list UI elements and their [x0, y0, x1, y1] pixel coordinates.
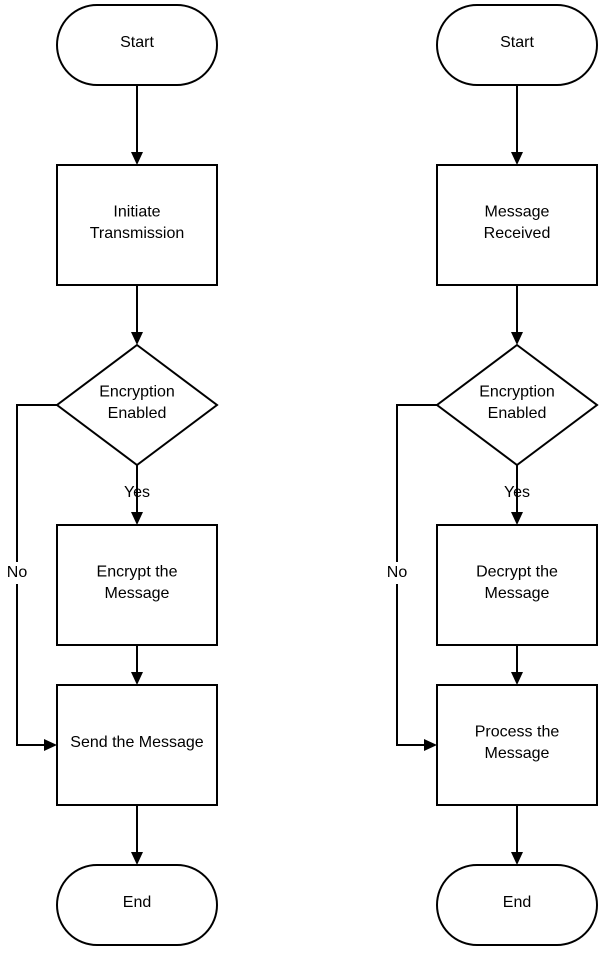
no-label: No [387, 564, 408, 581]
start-label-line: Start [500, 34, 534, 51]
process-label-2-line: Message [105, 585, 170, 602]
end-label: End [123, 894, 151, 911]
process-label-1-line: Transmission [90, 225, 185, 242]
process-label-3-line: Process the [475, 723, 560, 740]
decision-label-line: Enabled [488, 405, 547, 422]
end-label: End [503, 894, 531, 911]
end-label-line: End [503, 894, 531, 911]
start-label: Start [120, 34, 154, 51]
arrow-step-to-decision [131, 285, 143, 345]
process-label-2-line: Decrypt the [476, 563, 558, 580]
arrow-no-branch: No [3, 404, 57, 751]
yes-label: Yes [504, 484, 530, 501]
process-label-1-line: Message [485, 203, 550, 220]
arrow-step3-to-end [511, 805, 523, 865]
end-label-line: End [123, 894, 151, 911]
decision-label-line: Encryption [99, 383, 175, 400]
start-label-line: Start [120, 34, 154, 51]
process-label-3-line: Send the Message [70, 734, 204, 751]
process-label-1-line: Received [484, 225, 551, 242]
arrow-step2-to-step3 [131, 645, 143, 685]
arrow-no-branch: No [383, 404, 437, 751]
yes-label: Yes [124, 484, 150, 501]
arrow-step2-to-step3 [511, 645, 523, 685]
arrow-step-to-decision [511, 285, 523, 345]
process-label-3: Send the Message [70, 734, 204, 751]
arrow-start-to-step [511, 85, 523, 165]
process-box-3: Send the Message [56, 684, 218, 806]
start-terminator: Start [436, 4, 598, 86]
start-terminator: Start [56, 4, 218, 86]
process-label-2-line: Encrypt the [97, 563, 178, 580]
process-label-2-line: Message [485, 585, 550, 602]
arrow-yes-branch [131, 465, 143, 525]
arrow-step3-to-end [131, 805, 143, 865]
process-label-3-line: Message [485, 745, 550, 762]
arrow-yes-branch [511, 465, 523, 525]
process-label-1-line: Initiate [113, 203, 160, 220]
arrow-start-to-step [131, 85, 143, 165]
end-terminator: End [56, 864, 218, 946]
end-terminator: End [436, 864, 598, 946]
no-label: No [7, 564, 28, 581]
decision-label-line: Enabled [108, 405, 167, 422]
decision-label-line: Encryption [479, 383, 555, 400]
start-label: Start [500, 34, 534, 51]
